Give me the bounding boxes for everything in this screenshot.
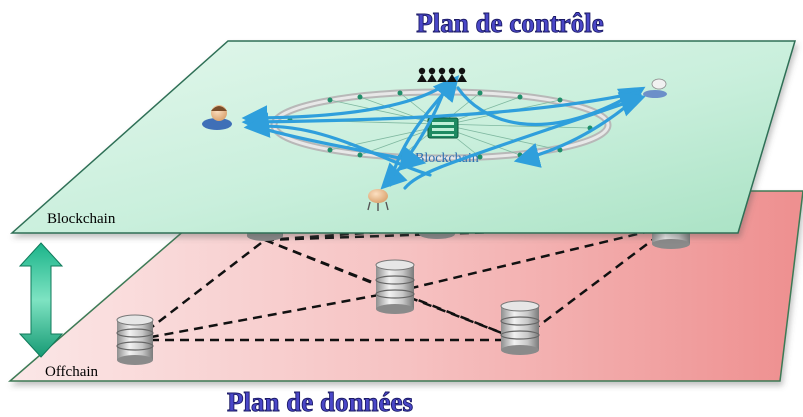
group-people-icon [417, 67, 467, 82]
control-plane-title: Plan de contrôle [416, 8, 603, 38]
top-plane-label: Blockchain [47, 211, 116, 227]
data-plane-title: Plan de données [227, 387, 413, 417]
user-icon [367, 189, 389, 211]
user-icon [643, 78, 667, 98]
double-arrow-icon [18, 242, 64, 358]
database-icon [375, 259, 415, 314]
control-plane [10, 40, 797, 234]
bottom-plane-label: Offchain [45, 364, 99, 380]
database-icon [500, 300, 540, 355]
database-icon [116, 314, 154, 365]
interaction-arrows [241, 75, 647, 190]
blockchain-ledger-icon [427, 117, 459, 139]
user-icon [202, 105, 232, 130]
center-blockchain-label: Blockchain [415, 151, 479, 166]
